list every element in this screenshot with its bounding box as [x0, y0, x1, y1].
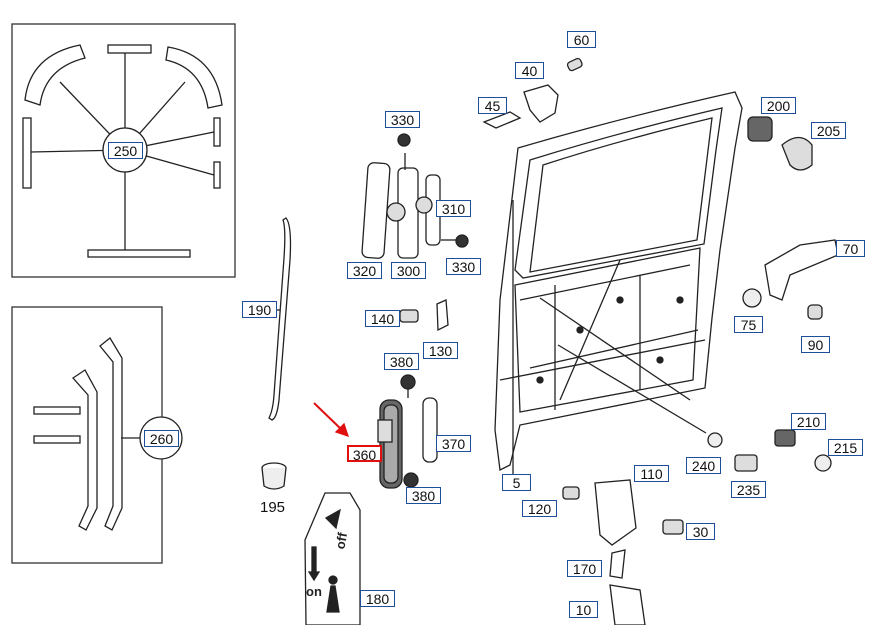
upper-bracket [482, 57, 583, 129]
callout-330-top[interactable]: 330 [385, 111, 420, 128]
off-on-sticker: off on [304, 492, 361, 625]
cap-195 [261, 462, 287, 490]
callout-370[interactable]: 370 [436, 435, 471, 452]
callout-130[interactable]: 130 [423, 342, 458, 359]
callout-205[interactable]: 205 [811, 122, 846, 139]
callout-210[interactable]: 210 [791, 413, 826, 430]
callout-70[interactable]: 70 [836, 240, 865, 257]
callout-380-top[interactable]: 380 [384, 353, 419, 370]
callout-30[interactable]: 30 [686, 523, 715, 540]
callout-5[interactable]: 5 [502, 474, 531, 491]
callout-140[interactable]: 140 [365, 310, 400, 327]
callout-110[interactable]: 110 [634, 465, 669, 482]
callout-120[interactable]: 120 [522, 500, 557, 517]
callout-380-bottom[interactable]: 380 [406, 487, 441, 504]
lower-carrier [562, 479, 684, 625]
callout-260[interactable]: 260 [144, 430, 179, 447]
bolt-and-bracket [399, 299, 449, 332]
callout-10[interactable]: 10 [569, 601, 598, 618]
callout-300[interactable]: 300 [391, 262, 426, 279]
callout-330-bottom[interactable]: 330 [446, 258, 481, 275]
bolt-group [707, 429, 832, 472]
callout-170[interactable]: 170 [567, 560, 602, 577]
guide-rail [268, 217, 292, 421]
callout-240[interactable]: 240 [686, 457, 721, 474]
lock-plate-assembly [361, 133, 469, 259]
lower-hinge [742, 239, 839, 320]
trim-overview-panel [11, 23, 236, 278]
strip-overview-panel [11, 306, 183, 564]
callout-235[interactable]: 235 [731, 481, 766, 498]
callout-190[interactable]: 190 [242, 301, 277, 318]
callout-45[interactable]: 45 [478, 97, 507, 114]
callout-90[interactable]: 90 [801, 336, 830, 353]
callout-40[interactable]: 40 [515, 62, 544, 79]
sliding-door-frame [494, 91, 743, 480]
callout-60[interactable]: 60 [567, 31, 596, 48]
sticker-on-label: on [306, 584, 322, 599]
callout-75[interactable]: 75 [734, 316, 763, 333]
callout-215[interactable]: 215 [828, 439, 863, 456]
door-guide-assembly [377, 374, 438, 489]
callout-180[interactable]: 180 [360, 590, 395, 607]
callout-320[interactable]: 320 [347, 262, 382, 279]
label-195[interactable]: 195 [260, 499, 286, 516]
selection-arrow [313, 402, 350, 438]
callout-310[interactable]: 310 [436, 200, 471, 217]
roller-assembly [747, 116, 813, 171]
callout-360-selected[interactable]: 360 [347, 445, 382, 463]
callout-250[interactable]: 250 [108, 142, 143, 159]
callout-200[interactable]: 200 [761, 97, 796, 114]
sticker-off-label: off [332, 531, 350, 551]
